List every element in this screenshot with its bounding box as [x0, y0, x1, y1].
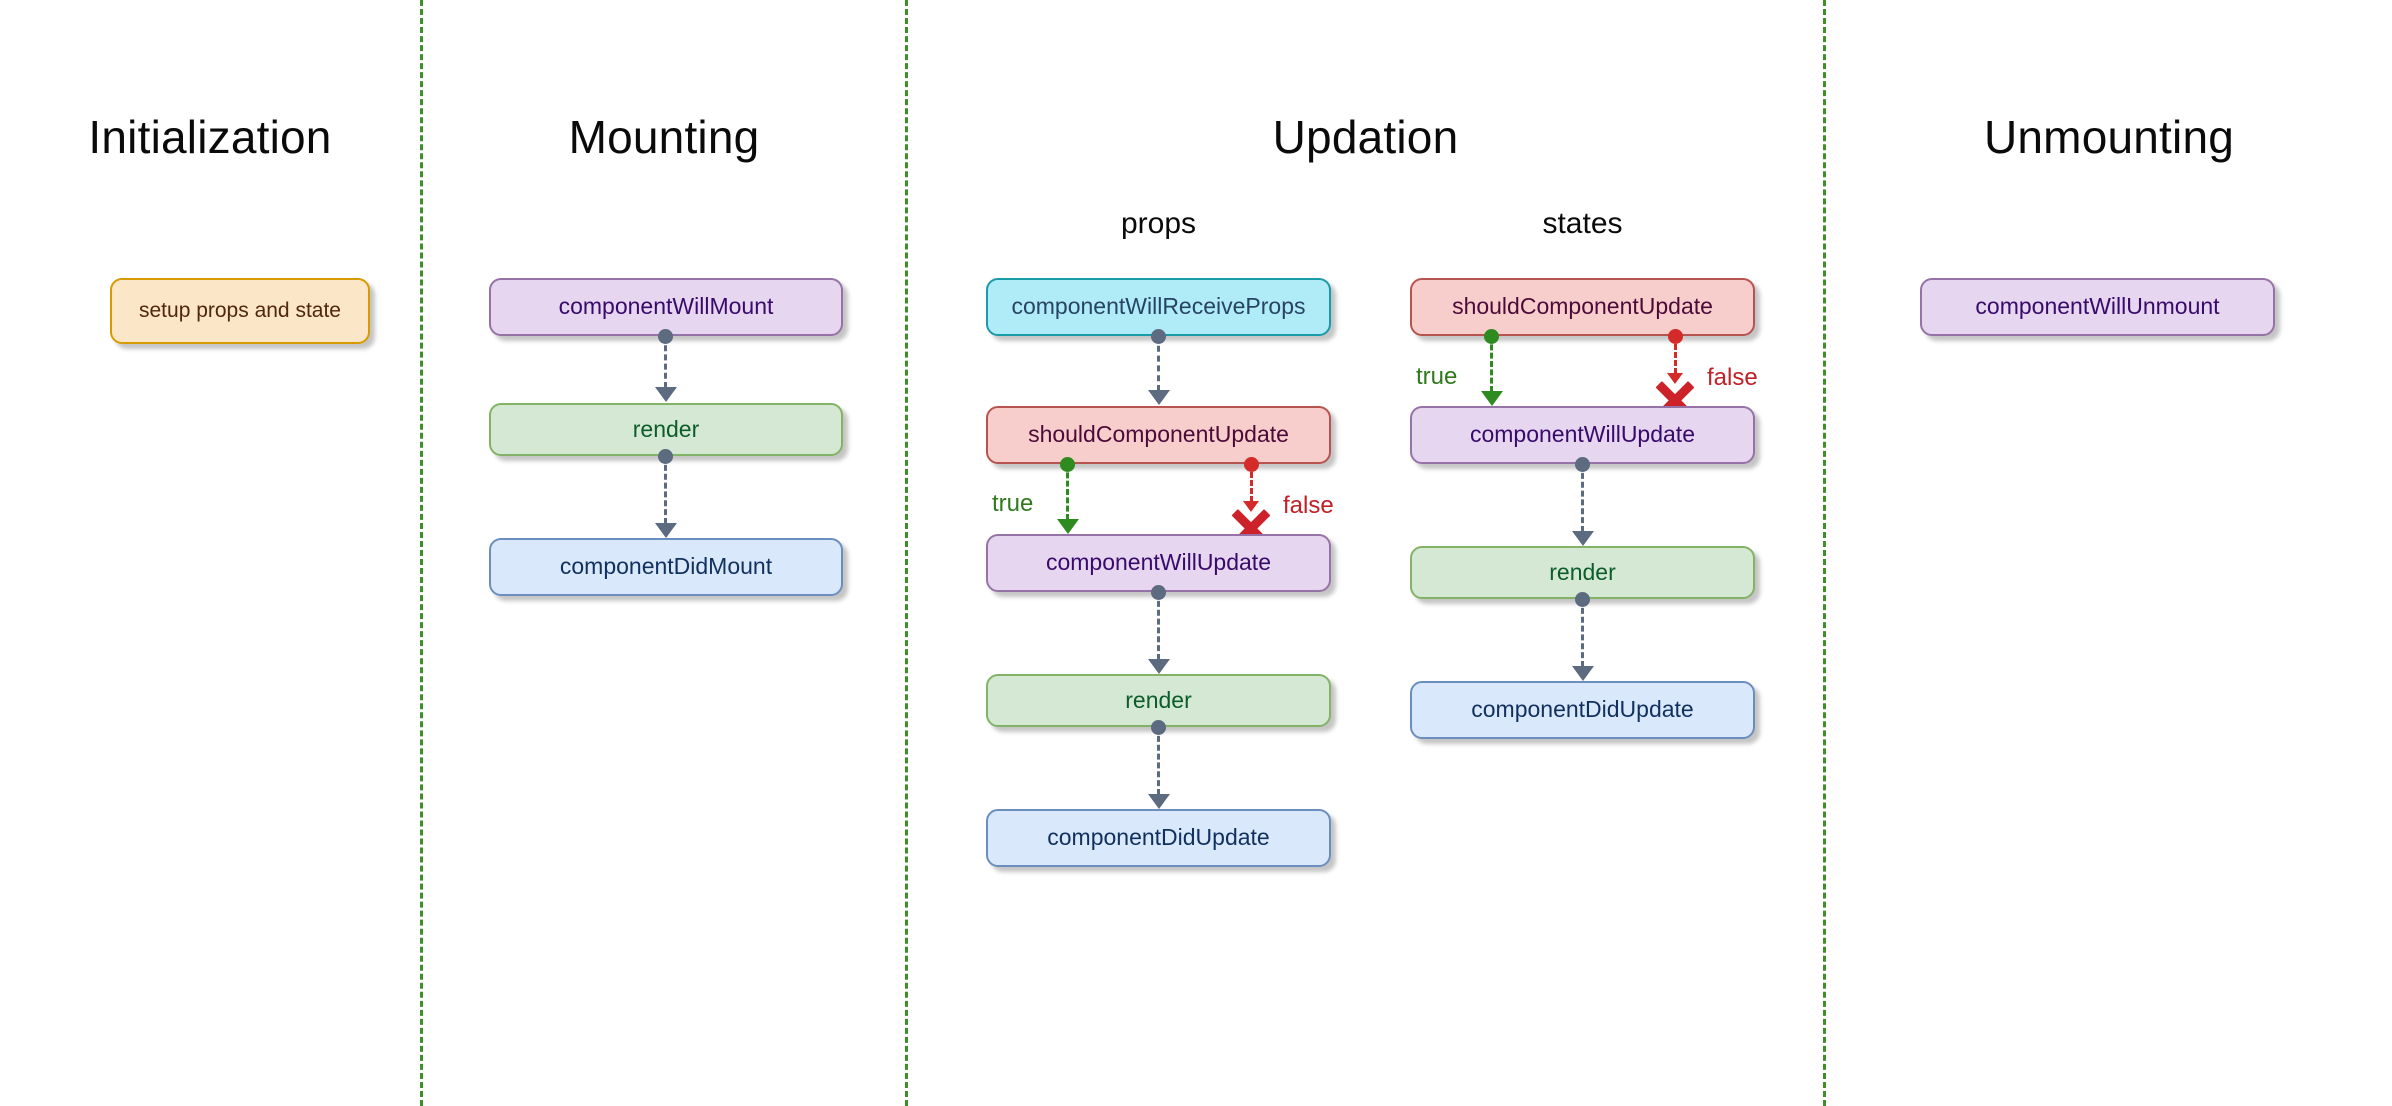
flow-arrowhead [1148, 390, 1170, 405]
flow-connector [1157, 592, 1160, 660]
false-branch-connector [1674, 336, 1677, 374]
true-branch-connector [1066, 464, 1069, 520]
column-title-initialization: Initialization [88, 111, 332, 163]
node-component-will-update-states[interactable]: componentWillUpdate [1410, 406, 1755, 464]
node-component-will-unmount[interactable]: componentWillUnmount [1920, 278, 2275, 336]
false-branch-arrowhead [1667, 373, 1683, 384]
flow-arrowhead [1572, 531, 1594, 546]
column-title-unmounting: Unmounting [1983, 111, 2235, 163]
node-should-component-update-props[interactable]: shouldComponentUpdate [986, 406, 1331, 464]
flow-connector [664, 336, 667, 388]
false-branch-arrowhead [1243, 501, 1259, 512]
node-setup-props-and-state[interactable]: setup props and state [110, 278, 370, 344]
flow-connector [664, 456, 667, 524]
flow-arrowhead [1148, 659, 1170, 674]
subcolumn-title-props: props [1120, 207, 1197, 240]
column-divider-3 [1823, 0, 1826, 1106]
flow-arrowhead [1572, 666, 1594, 681]
column-title-mounting: Mounting [568, 111, 760, 163]
node-should-component-update-states[interactable]: shouldComponentUpdate [1410, 278, 1755, 336]
node-render-states[interactable]: render [1410, 546, 1755, 599]
flow-arrowhead [655, 523, 677, 538]
node-component-will-receive-props[interactable]: componentWillReceiveProps [986, 278, 1331, 336]
false-branch-connector [1250, 464, 1253, 502]
flow-connector [1157, 336, 1160, 391]
false-branch-label: false [1707, 364, 1758, 391]
column-title-updation: Updation [1272, 111, 1459, 163]
flow-connector [1157, 727, 1160, 795]
node-component-will-update-props[interactable]: componentWillUpdate [986, 534, 1331, 592]
true-branch-label: true [1416, 363, 1458, 390]
true-branch-label: true [992, 490, 1034, 517]
node-component-did-update-props[interactable]: componentDidUpdate [986, 809, 1331, 867]
node-component-did-mount[interactable]: componentDidMount [489, 538, 843, 596]
column-divider-1 [420, 0, 423, 1106]
false-branch-label: false [1283, 492, 1334, 519]
column-divider-2 [905, 0, 908, 1106]
true-branch-connector [1490, 336, 1493, 392]
true-branch-arrowhead [1057, 519, 1079, 534]
node-component-did-update-states[interactable]: componentDidUpdate [1410, 681, 1755, 739]
flow-connector [1581, 464, 1584, 532]
flow-arrowhead [1148, 794, 1170, 809]
flow-connector [1581, 599, 1584, 667]
node-component-will-mount[interactable]: componentWillMount [489, 278, 843, 336]
true-branch-arrowhead [1481, 391, 1503, 406]
subcolumn-title-states: states [1542, 207, 1623, 240]
flow-arrowhead [655, 387, 677, 402]
